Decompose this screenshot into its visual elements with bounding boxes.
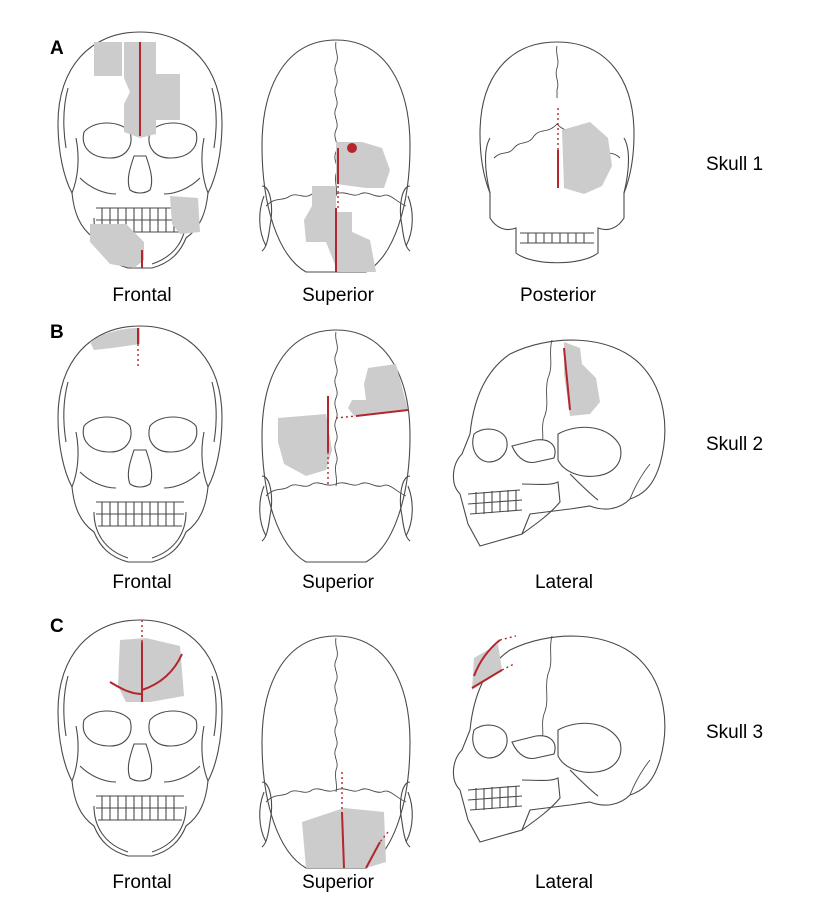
skull3-lateral-figure — [440, 630, 670, 860]
skull1-frontal-label: Frontal — [112, 285, 172, 306]
skull2-superior-label: Superior — [302, 572, 374, 593]
skull3-superior-figure — [256, 632, 416, 872]
skull2-frontal-label: Frontal — [112, 572, 172, 593]
skull2-lateral-label: Lateral — [534, 572, 594, 593]
skull1-frontal-figure — [50, 28, 230, 278]
panel-letter-c: C — [50, 616, 64, 637]
skull1-posterior-label: Posterior — [519, 285, 597, 306]
skull3-label: Skull 3 — [706, 722, 764, 743]
skull2-lateral-figure — [440, 334, 670, 564]
skull1-label: Skull 1 — [706, 154, 764, 175]
skull2-frontal-figure — [50, 322, 230, 572]
skull1-superior-figure — [256, 36, 416, 276]
panel-letter-b: B — [50, 322, 64, 343]
skull1-posterior-figure — [472, 38, 642, 278]
panel-letter-a: A — [50, 38, 64, 59]
skull3-frontal-label: Frontal — [112, 872, 172, 893]
skull2-superior-figure — [256, 326, 416, 566]
skull2-label: Skull 2 — [706, 434, 764, 455]
skull3-superior-label: Superior — [302, 872, 374, 893]
skull3-frontal-figure — [50, 616, 230, 866]
skull1-superior-label: Superior — [302, 285, 374, 306]
skull3-lateral-label: Lateral — [534, 872, 594, 893]
